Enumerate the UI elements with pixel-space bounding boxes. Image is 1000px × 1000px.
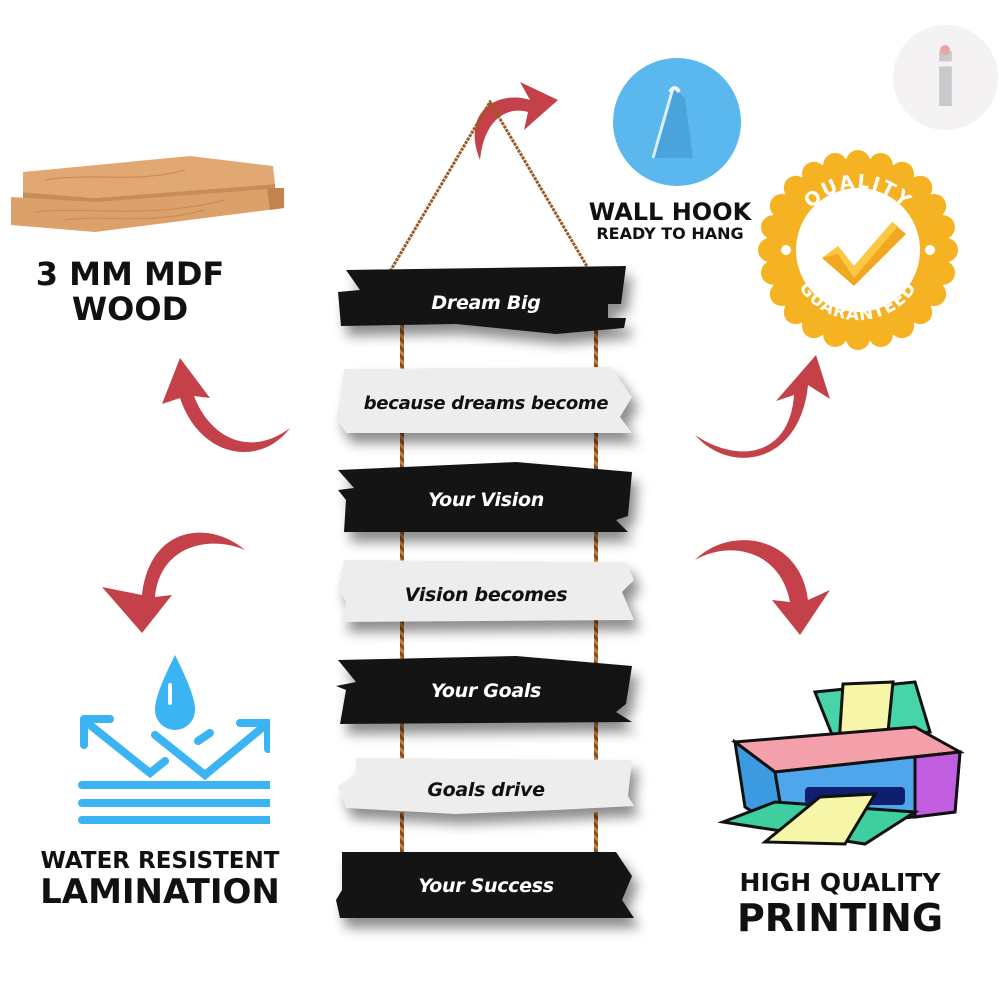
- plank-rope: [594, 516, 598, 574]
- printer-icon: [715, 672, 965, 847]
- plank-text: Your Goals: [430, 680, 542, 702]
- plank-rope: [594, 614, 598, 672]
- plank-rope: [594, 423, 598, 476]
- badge-scallop: [769, 282, 794, 306]
- badge-scallop: [769, 194, 794, 218]
- printing-line1: HIGH QUALITY: [739, 868, 941, 897]
- plank-rope: [400, 423, 404, 476]
- badge-scallop: [931, 215, 956, 240]
- badge-scallop: [931, 260, 956, 285]
- logo-dot: [940, 45, 950, 55]
- plank-4: Vision becomes: [336, 558, 636, 634]
- hook-line1: WALL HOOK: [588, 198, 752, 226]
- quality-badge-icon: QUALITY GUARANTEED: [758, 150, 958, 350]
- plank-3: Your Vision: [336, 460, 636, 536]
- wood-line2: WOOD: [71, 290, 189, 328]
- wood-feature-label: 3 MM MDF WOOD: [20, 258, 240, 325]
- arrow-to-printing: [695, 540, 830, 635]
- plank-text: Dream Big: [431, 292, 541, 314]
- plank-rope: [400, 614, 404, 672]
- water-line1: WATER RESISTENT: [40, 848, 280, 874]
- badge-scallop: [922, 194, 947, 218]
- hanging-rope: [380, 100, 600, 286]
- water-drop-icon: [60, 645, 284, 825]
- badge-scallop: [783, 175, 808, 200]
- plank-rope: [400, 516, 404, 574]
- hook-feature-label: WALL HOOK READY TO HANG: [575, 200, 765, 242]
- plank-rope: [594, 712, 598, 772]
- badge-scallop: [868, 323, 893, 348]
- hook-line2: READY TO HANG: [596, 224, 744, 243]
- water-feature-label: WATER RESISTENT LAMINATION: [30, 848, 290, 912]
- plank-1: Dream Big: [336, 266, 636, 342]
- badge-scallop: [823, 152, 848, 177]
- plank-7: Your Success: [336, 852, 636, 928]
- wall-hook-icon: [613, 58, 741, 186]
- badge-scallop: [760, 260, 785, 285]
- printing-feature-label: HIGH QUALITY PRINTING: [720, 870, 960, 937]
- arrow-to-wood: [162, 358, 290, 452]
- badge-scallop: [890, 314, 914, 339]
- plank-5: Your Goals: [336, 656, 636, 732]
- arrow-to-hook: [474, 82, 558, 160]
- badge-scallop: [823, 323, 848, 348]
- badge-scallop: [802, 314, 826, 339]
- plank-text: Goals drive: [427, 779, 545, 801]
- arrow-to-quality: [695, 355, 830, 458]
- wood-planks-icon: [5, 140, 285, 235]
- plank-rope: [400, 812, 404, 868]
- plank-text: Your Vision: [428, 489, 544, 511]
- plank-text: because dreams become: [363, 393, 609, 414]
- badge-scallop: [760, 215, 785, 240]
- plank-rope: [400, 322, 404, 383]
- badge-scallop: [922, 282, 947, 306]
- plank-2: because dreams become: [336, 367, 636, 443]
- badge-scallop: [783, 300, 808, 325]
- plank-text: Your Success: [418, 875, 554, 897]
- badge-scallop: [890, 161, 914, 186]
- badge-scallop: [934, 238, 958, 262]
- plank-6: Goals drive: [336, 756, 636, 832]
- badge-scallop: [758, 238, 782, 262]
- wood-line1: 3 MM MDF: [35, 255, 225, 293]
- plank-rope: [594, 812, 598, 868]
- arrow-to-water: [102, 532, 245, 633]
- water-line2: LAMINATION: [40, 872, 280, 912]
- badge-scallop: [908, 300, 933, 325]
- plank-rope: [400, 712, 404, 772]
- badge-scallop: [802, 161, 826, 186]
- plank-text: Vision becomes: [404, 584, 568, 606]
- badge-scallop: [868, 152, 893, 177]
- badge-scallop: [846, 150, 870, 174]
- printing-line2: PRINTING: [736, 896, 944, 940]
- badge-scallop: [908, 175, 933, 200]
- plank-rope: [594, 322, 598, 383]
- brand-logo: i: [893, 25, 998, 130]
- badge-scallop: [846, 326, 870, 350]
